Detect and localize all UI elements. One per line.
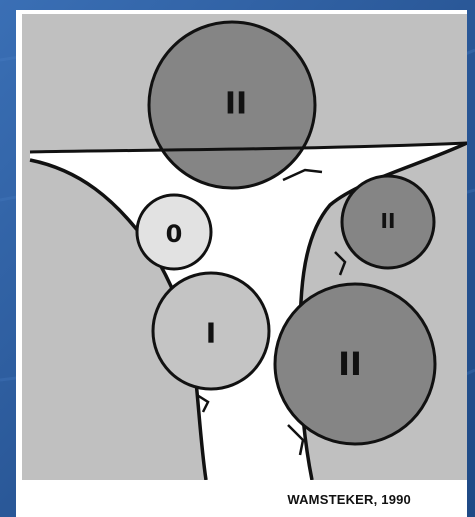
fibroid-left-middle: I [153, 273, 269, 389]
fibroid-right-large: II [275, 284, 435, 444]
fibroid-left-middle-label: I [206, 317, 216, 350]
fibroid-right-upper-label: II [381, 209, 396, 233]
uterine-fibroid-diagram: II 0 II I II [16, 10, 467, 480]
figure-credit: WAMSTEKER, 1990 [16, 492, 411, 507]
fibroid-top: II [149, 22, 315, 188]
fibroid-left-small-label: 0 [166, 220, 183, 248]
fibroid-top-label: II [225, 87, 247, 122]
fibroid-right-upper: II [342, 176, 434, 268]
fibroid-right-large-label: II [338, 345, 362, 383]
fibroid-left-small: 0 [137, 195, 211, 269]
